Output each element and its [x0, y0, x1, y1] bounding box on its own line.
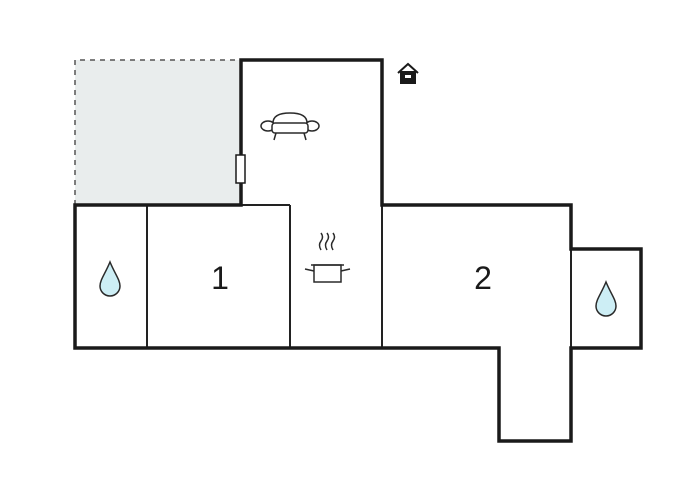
terrace-door	[235, 154, 246, 184]
exterior-walls	[73, 58, 643, 443]
room-label-1: 1	[211, 260, 229, 296]
water-drop-icon	[99, 260, 121, 297]
terrace-area	[75, 60, 241, 205]
room-label-2: 2	[474, 260, 492, 296]
sofa-icon	[260, 112, 320, 141]
water-drop-icon	[595, 280, 617, 317]
cooking-pot-icon	[304, 232, 351, 283]
house-entrance-icon	[397, 62, 419, 84]
terrace-dashed-border	[74, 59, 241, 205]
